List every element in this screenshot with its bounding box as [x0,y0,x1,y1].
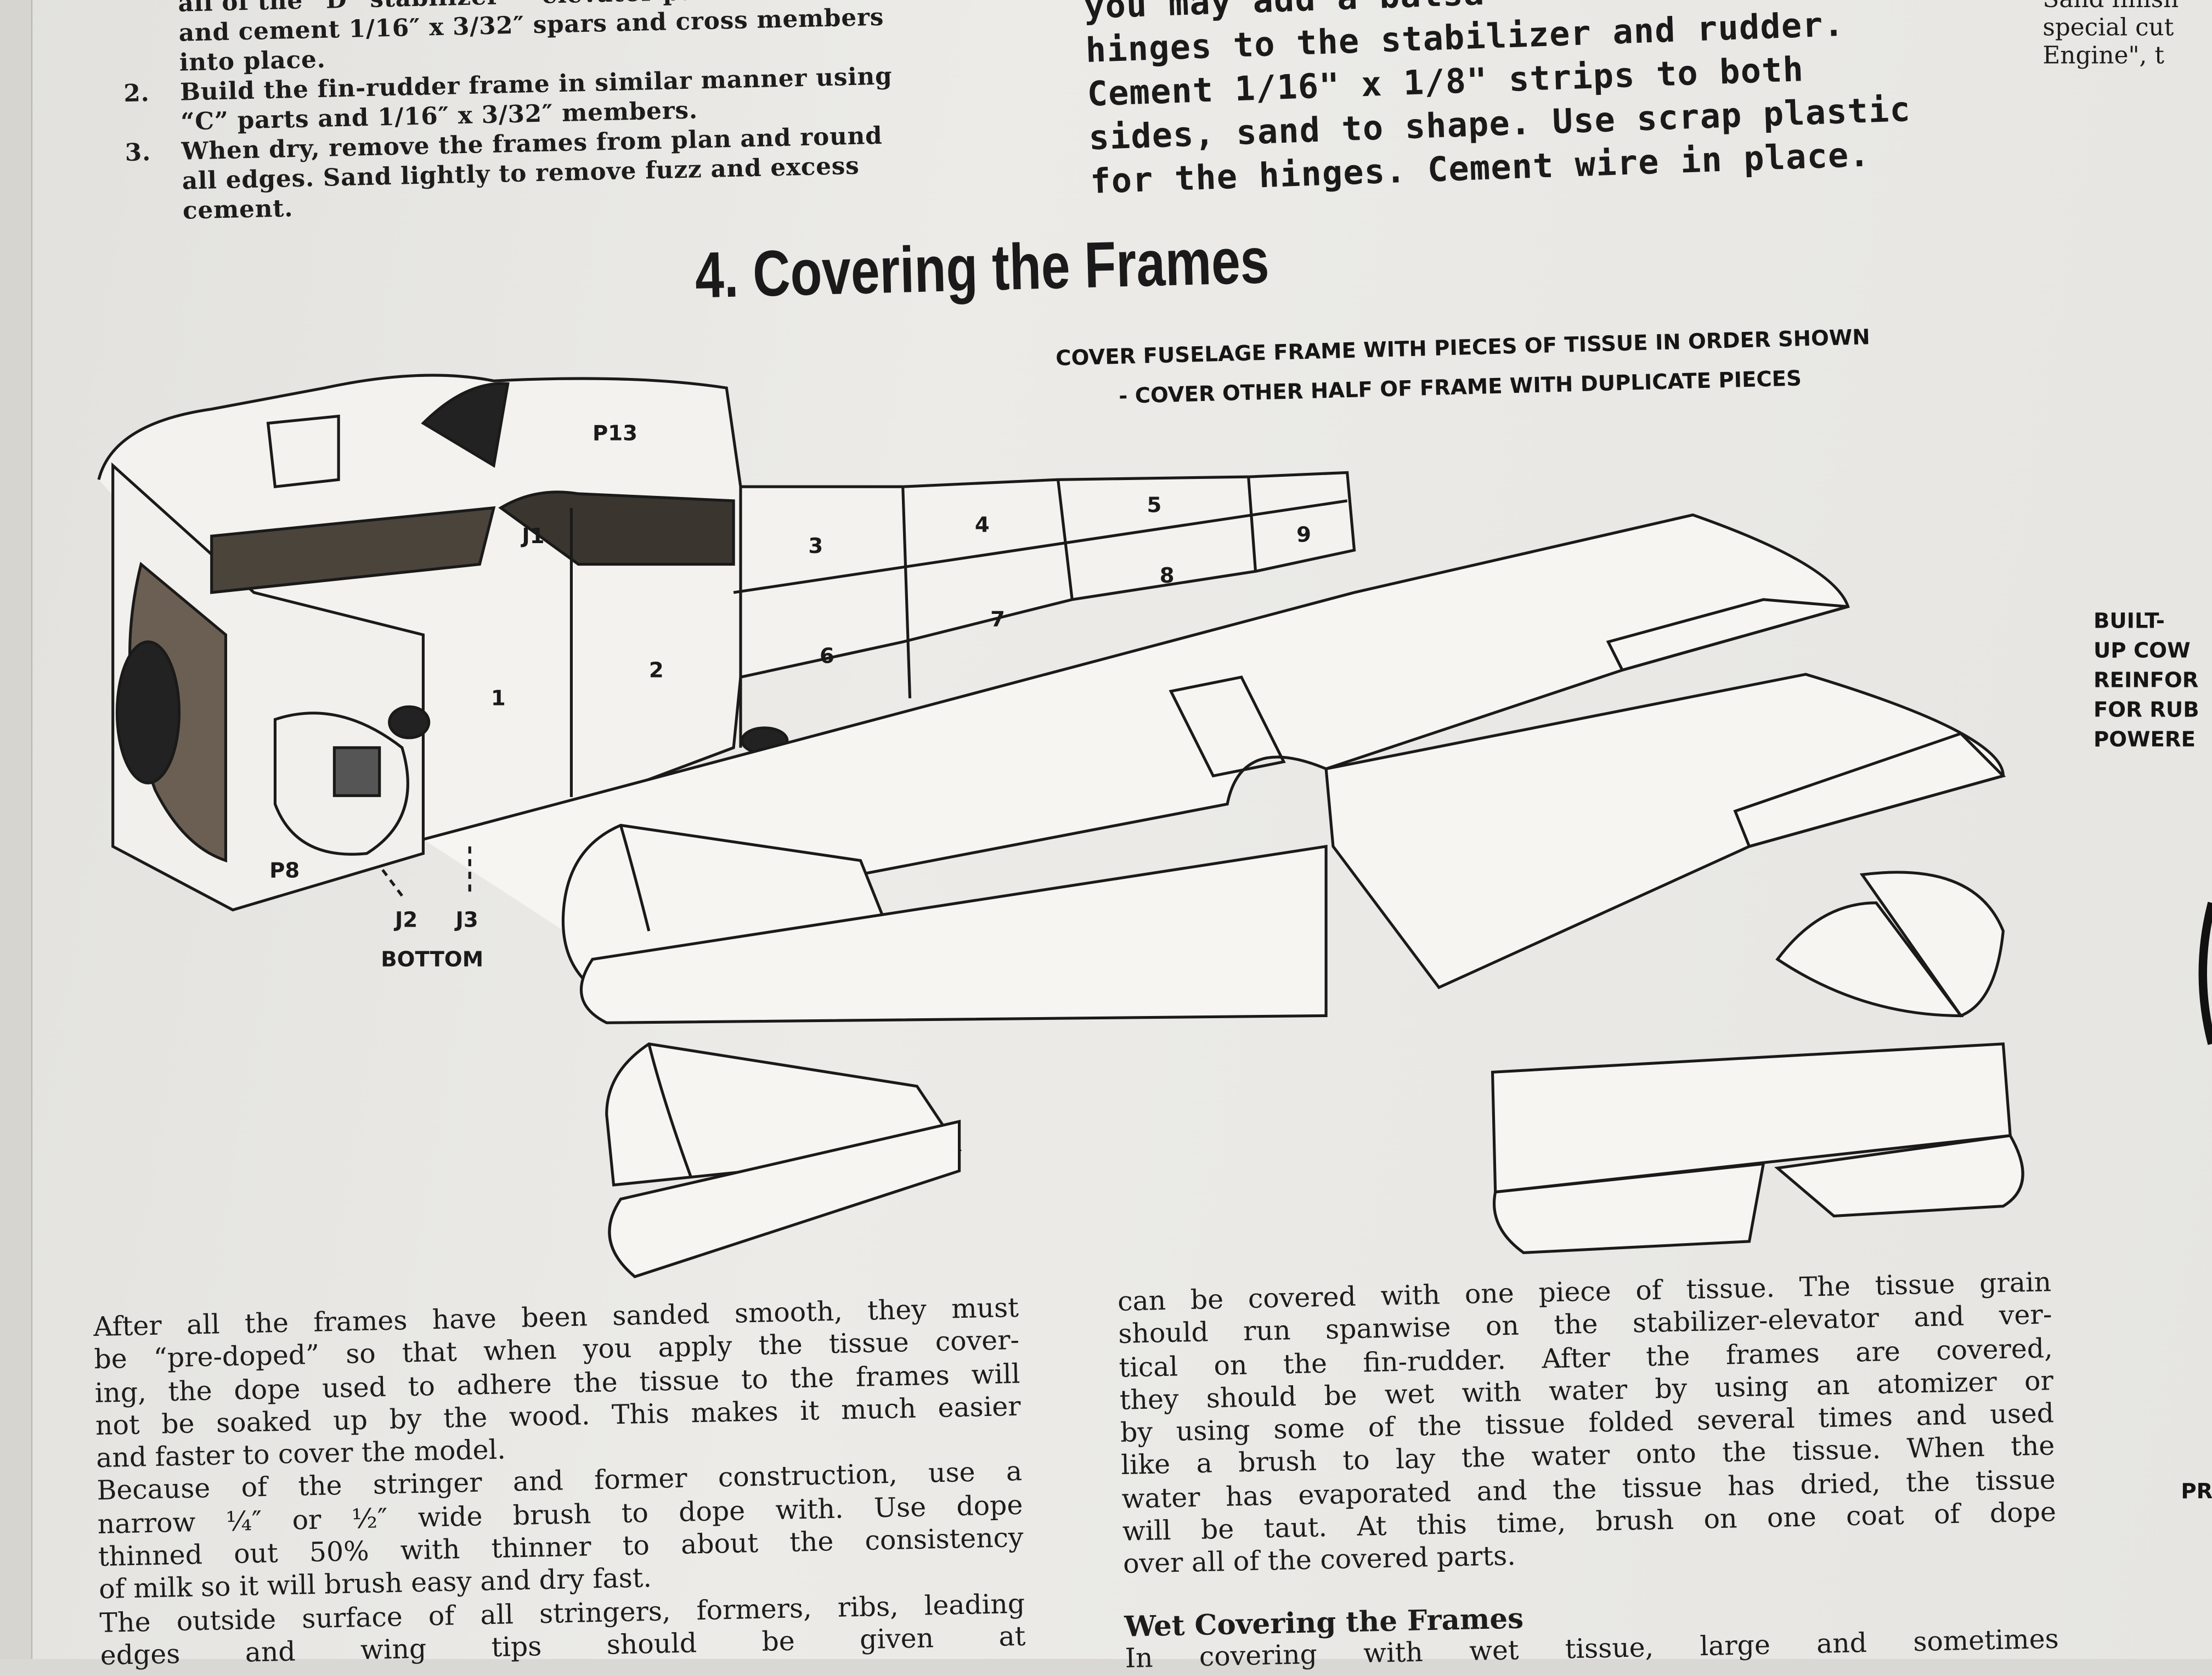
body-left-column: After all the frames have been sanded sm… [93,1293,1026,1673]
cowl-note-line: FOR RUB [2093,697,2199,723]
label-3: 3 [808,534,823,558]
label-1: 1 [491,686,506,711]
label-7: 7 [990,607,1005,632]
label-2: 2 [649,658,664,682]
fragment-line: Sand finish [2042,0,2179,14]
label-p13: P13 [592,421,637,445]
label-j1: J1 [520,524,544,549]
cowl-note-line: UP COW [2093,637,2191,663]
pointer-arrows [380,846,471,897]
label-p8: P8 [269,858,300,883]
label-9: 9 [1296,522,1311,547]
side-fragment: PR [2181,1478,2212,1504]
wing-and-tail-panels [422,513,2024,1279]
label-j3: J3 [454,907,478,932]
cowl-note: BUILT- UP COW REINFOR FOR RUB POWERE [2094,607,2199,755]
cowl-note-line: BUILT- [2093,608,2165,634]
cowl-note-line: REINFOR [2093,667,2199,693]
label-5: 5 [1147,493,1162,517]
label-8: 8 [1160,563,1175,588]
page-edge [0,0,33,1659]
fuselage-frame [97,374,1356,912]
cowl-note-line: POWERE [2093,726,2196,752]
fragment-line: Engine", t [2042,42,2164,71]
label-j2: J2 [393,907,417,932]
right-column-fragment: Sand finish special cut Engine", t [2042,0,2179,71]
label-4: 4 [975,512,990,537]
body-right-column: can be covered with one piece of tissue.… [1118,1267,2059,1676]
fragment-line: special cut [2042,14,2174,43]
label-6: 6 [820,644,834,669]
label-bottom: BOTTOM [381,947,483,972]
